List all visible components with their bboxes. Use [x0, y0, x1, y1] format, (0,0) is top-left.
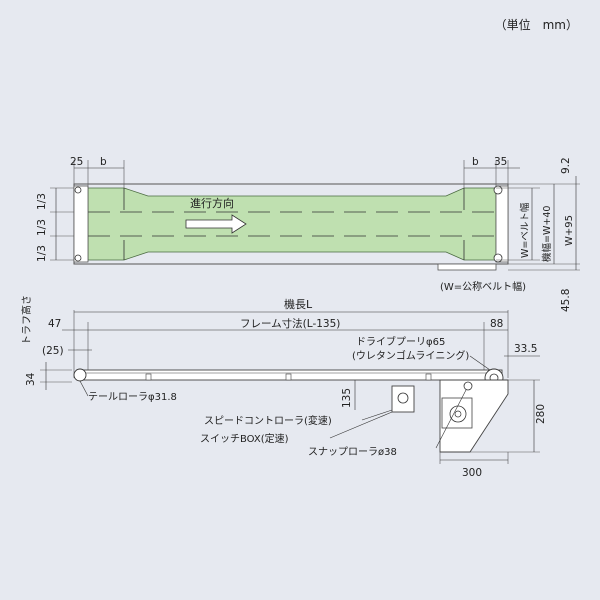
dim-34: 34 [25, 372, 37, 386]
speed-controller-label: スピードコントローラ(変速) [204, 414, 332, 427]
dim-right-b: b [472, 156, 479, 168]
w-plus-95-label: W+95 [564, 215, 575, 246]
third-2: 1/3 [36, 219, 48, 236]
urethane-label: (ウレタンゴムライニング) [352, 349, 469, 362]
dim-45-8: 45.8 [560, 289, 572, 312]
dim-280: 280 [535, 404, 547, 424]
belt-surface [87, 187, 497, 261]
snap-roller-icon [463, 381, 473, 391]
third-3: 1/3 [36, 245, 48, 262]
dim-right-35: 35 [494, 156, 507, 168]
dim-47: 47 [48, 318, 61, 330]
tail-roller-icon [73, 368, 87, 382]
side-view: 機長L 47 フレーム寸法(L-135) 88 (25) トラフ高さ 34 ドラ… [20, 295, 547, 479]
dim-25p: (25) [42, 345, 64, 357]
dim-300: 300 [462, 467, 482, 479]
machine-length-label: 機長L [284, 297, 313, 311]
dim-left-25: 25 [70, 156, 83, 168]
dim-88: 88 [490, 318, 503, 330]
snap-roller-label: スナップローラø38 [308, 446, 397, 458]
w-belt-label: W=ベルト幅 [519, 202, 531, 258]
dim-33-5: 33.5 [514, 343, 537, 355]
trough-height-label: トラフ高さ [20, 295, 33, 345]
dim-135: 135 [341, 388, 353, 408]
drive-pulley-label: ドライブプーリφ65 [356, 335, 445, 348]
direction-label: 進行方向 [190, 196, 234, 210]
top-view: 進行方向 25 b b 35 1/3 1/3 1/3 9.2 W=ベル [36, 156, 580, 312]
dim-9-2: 9.2 [560, 157, 572, 174]
frame-dim-label: フレーム寸法(L-135) [240, 317, 340, 330]
dim-left-b: b [100, 156, 107, 168]
unit-label: （単位 mm） [494, 18, 578, 32]
frame-width-label: 機幅=W+40 [541, 206, 553, 262]
direction-arrow-icon [185, 214, 247, 234]
switch-box-label: スイッチBOX(定速) [200, 432, 289, 445]
third-1: 1/3 [36, 193, 48, 210]
belt-width-note: (W=公称ベルト幅) [440, 280, 526, 293]
tail-roller-label: テールローラφ31.8 [88, 391, 177, 403]
